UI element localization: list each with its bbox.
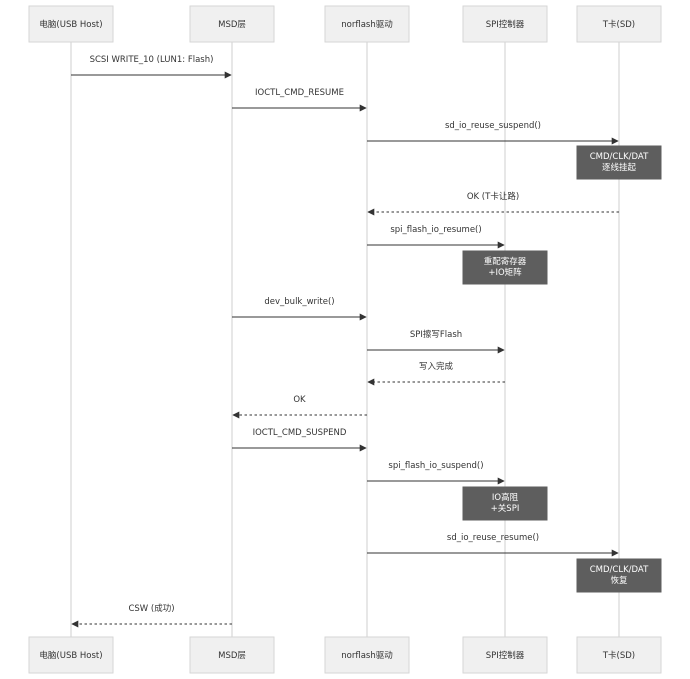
message: OK <box>232 395 367 419</box>
participants-bottom: 电脑(USB Host) MSD层 norflash驱动 SPI控制器 T卡(SD) <box>28 636 662 674</box>
participant-box <box>28 636 114 674</box>
note-text: 逐线挂起 <box>602 162 637 173</box>
participant-bottom: MSD层 <box>189 636 275 674</box>
messages: SCSI WRITE_10 (LUN1: Flash) IOCTL_CMD_RES… <box>71 55 619 628</box>
participant-box <box>462 636 548 674</box>
participant-box <box>324 5 410 43</box>
message: SCSI WRITE_10 (LUN1: Flash) <box>71 55 232 79</box>
participant-box <box>462 5 548 43</box>
participant-box <box>28 5 114 43</box>
message-label: SPI擦写Flash <box>410 329 462 340</box>
message-label: 写入完成 <box>419 361 454 372</box>
note-box <box>576 558 662 593</box>
participant-label: T卡(SD) <box>602 19 635 30</box>
note: IO高阻+关SPI <box>462 486 548 521</box>
participant-bottom: 电脑(USB Host) <box>28 636 114 674</box>
participant-box <box>576 636 662 674</box>
participant-bottom: SPI控制器 <box>462 636 548 674</box>
message-label: spi_flash_io_resume() <box>390 225 481 235</box>
participant-top: norflash驱动 <box>324 5 410 43</box>
participant-label: MSD层 <box>218 651 246 661</box>
note-box <box>462 486 548 521</box>
message-label: IOCTL_CMD_SUSPEND <box>253 428 347 438</box>
participant-box <box>189 5 275 43</box>
note: 重配寄存器+IO矩阵 <box>462 250 548 285</box>
message-label: IOCTL_CMD_RESUME <box>255 88 344 98</box>
participant-top: 电脑(USB Host) <box>28 5 114 43</box>
message-label: dev_bulk_write() <box>264 297 334 307</box>
message: dev_bulk_write() <box>232 297 367 321</box>
participant-label: 电脑(USB Host) <box>39 650 102 661</box>
participant-box <box>576 5 662 43</box>
participant-bottom: norflash驱动 <box>324 636 410 674</box>
message: 写入完成 <box>367 361 505 386</box>
notes: CMD/CLK/DAT逐线挂起重配寄存器+IO矩阵IO高阻+关SPICMD/CL… <box>462 145 662 593</box>
participant-label: SPI控制器 <box>486 19 525 30</box>
message-label: spi_flash_io_suspend() <box>388 461 483 471</box>
participant-label: MSD层 <box>218 20 246 30</box>
message-label: OK <box>293 395 306 405</box>
note-text: CMD/CLK/DAT <box>590 152 649 162</box>
message-label: CSW (成功) <box>128 603 174 614</box>
message: SPI擦写Flash <box>367 329 505 354</box>
participant-label: norflash驱动 <box>341 650 393 661</box>
message: CSW (成功) <box>71 603 232 628</box>
note-text: +IO矩阵 <box>488 267 522 278</box>
lifelines <box>70 42 620 637</box>
participant-box <box>324 636 410 674</box>
message-label: sd_io_reuse_resume() <box>447 533 539 543</box>
message-label: OK (T卡让路) <box>467 191 519 202</box>
message: sd_io_reuse_suspend() <box>367 121 619 145</box>
participants-top: 电脑(USB Host) MSD层 norflash驱动 SPI控制器 T卡(SD) <box>28 5 662 43</box>
participant-label: T卡(SD) <box>602 650 635 661</box>
note-text: IO高阻 <box>492 492 519 503</box>
participant-label: SPI控制器 <box>486 650 525 661</box>
note-text: 重配寄存器 <box>484 256 527 267</box>
participant-label: norflash驱动 <box>341 19 393 30</box>
note-text: 恢复 <box>610 575 628 586</box>
participant-top: MSD层 <box>189 5 275 43</box>
note-box <box>576 145 662 180</box>
note-text: CMD/CLK/DAT <box>590 565 649 575</box>
message-label: SCSI WRITE_10 (LUN1: Flash) <box>90 55 214 65</box>
message: IOCTL_CMD_SUSPEND <box>232 428 367 452</box>
message: IOCTL_CMD_RESUME <box>232 88 367 112</box>
message-label: sd_io_reuse_suspend() <box>445 121 541 131</box>
participant-top: SPI控制器 <box>462 5 548 43</box>
message: sd_io_reuse_resume() <box>367 533 619 557</box>
participant-top: T卡(SD) <box>576 5 662 43</box>
message: spi_flash_io_resume() <box>367 225 505 249</box>
message: spi_flash_io_suspend() <box>367 461 505 485</box>
participant-box <box>189 636 275 674</box>
participant-label: 电脑(USB Host) <box>39 19 102 30</box>
message: OK (T卡让路) <box>367 191 619 216</box>
participant-bottom: T卡(SD) <box>576 636 662 674</box>
note-box <box>462 250 548 285</box>
note-text: +关SPI <box>491 503 520 514</box>
